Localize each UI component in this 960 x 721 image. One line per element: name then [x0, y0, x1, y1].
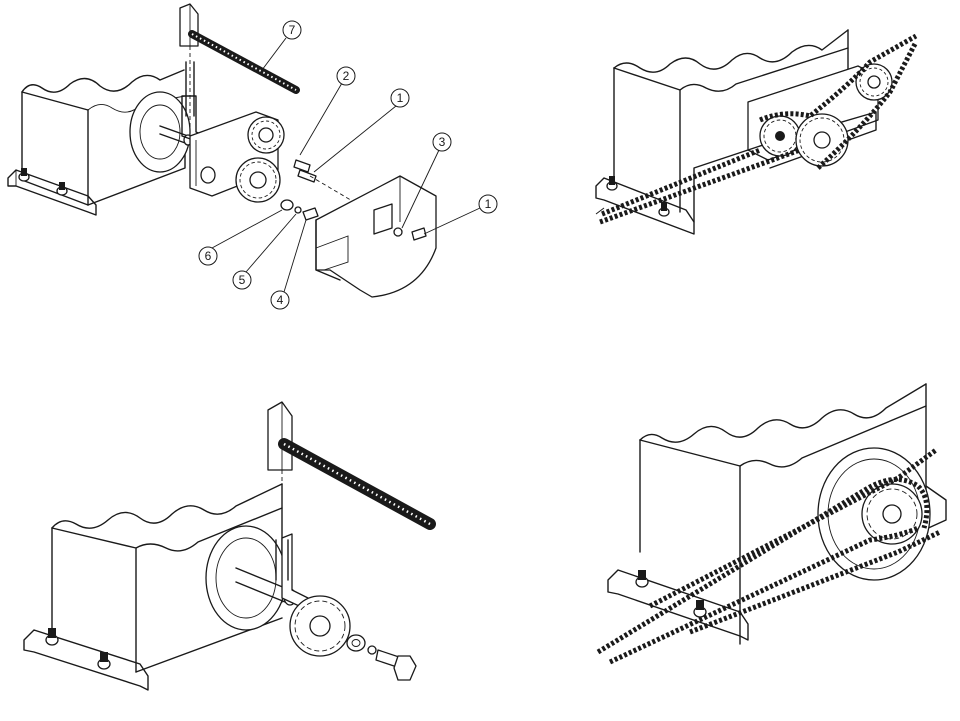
panel-sprocket-mounting: [23, 401, 436, 691]
threaded-rod: [188, 30, 300, 94]
bolt-4: [302, 207, 319, 221]
callout-2: 2: [299, 66, 356, 156]
callout-5: 5: [232, 213, 297, 290]
retaining-bolt: [375, 649, 417, 681]
drive-sprocket: [235, 157, 281, 203]
drive-chain: [595, 33, 919, 225]
lock-washer: [367, 645, 377, 655]
callout-1-upper: 1: [313, 88, 410, 173]
panel-exploded-view: 7 2 1 3 1 6 5: [7, 3, 498, 310]
svg-text:6: 6: [205, 249, 212, 263]
base-plate: [23, 628, 149, 691]
base-plate: [7, 168, 97, 216]
callout-7: 7: [261, 20, 302, 71]
panel-assembled-with-idler: [595, 29, 919, 235]
svg-text:1: 1: [485, 197, 492, 211]
svg-text:3: 3: [439, 135, 446, 149]
screw-2: [293, 159, 311, 173]
svg-text:2: 2: [343, 69, 350, 83]
drive-sprocket: [861, 483, 923, 545]
sprocket-cover: [315, 175, 437, 298]
alignment-marker-post: [267, 401, 293, 590]
idler-sprocket: [855, 63, 893, 101]
drive-sprocket: [289, 595, 351, 657]
washer: [346, 634, 366, 652]
callout-1-lower: 1: [423, 194, 498, 235]
cover-screw: [411, 227, 427, 241]
base-plate: [595, 176, 695, 235]
svg-text:4: 4: [277, 293, 284, 307]
drive-chain: [596, 447, 942, 665]
svg-text:1: 1: [397, 91, 404, 105]
motor-housing: [21, 69, 186, 206]
large-sprocket: [795, 113, 849, 167]
drive-sprocket: [759, 115, 801, 157]
lock-washer-5: [294, 206, 302, 214]
motor-housing: [639, 383, 927, 645]
threaded-rod: [278, 438, 436, 530]
washer-6: [280, 199, 294, 211]
callout-3: 3: [401, 132, 452, 229]
callout-4: 4: [270, 219, 307, 310]
motor-flange: [129, 91, 193, 173]
idler-sprocket: [247, 116, 285, 154]
svg-text:5: 5: [239, 273, 246, 287]
callout-6: 6: [198, 209, 283, 266]
screw-1: [297, 169, 317, 183]
svg-text:7: 7: [289, 23, 296, 37]
panel-chain-installed: [596, 383, 947, 665]
base-plate: [607, 485, 947, 641]
